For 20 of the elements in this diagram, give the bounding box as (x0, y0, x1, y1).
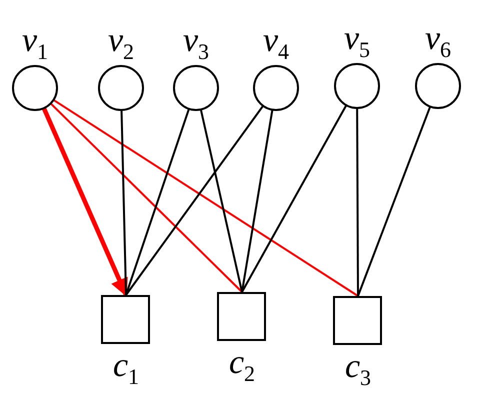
node-label: v$_{1}$ (20, 24, 50, 63)
edge-line (241, 110, 274, 292)
node-label: c$_{2}$ (228, 346, 256, 385)
edge-line (50, 102, 243, 293)
edge-line (52, 99, 359, 297)
edge-line (125, 108, 190, 296)
node-label: v$_{3}$ (182, 24, 210, 63)
edge-line (241, 104, 348, 292)
edge-line (357, 106, 432, 296)
node-label: c$_{3}$ (344, 350, 372, 389)
node-label: v$_{5}$ (342, 22, 372, 61)
edge-line (356, 108, 359, 296)
node-label: v$_{2}$ (106, 24, 136, 63)
edge-line (200, 109, 243, 292)
node-label: v$_{6}$ (424, 22, 452, 61)
node-label: v$_{4}$ (262, 24, 290, 63)
edge-line (120, 110, 127, 296)
arrow (42, 107, 128, 297)
node-label: c$_{1}$ (112, 349, 140, 388)
edge-line (125, 105, 264, 296)
